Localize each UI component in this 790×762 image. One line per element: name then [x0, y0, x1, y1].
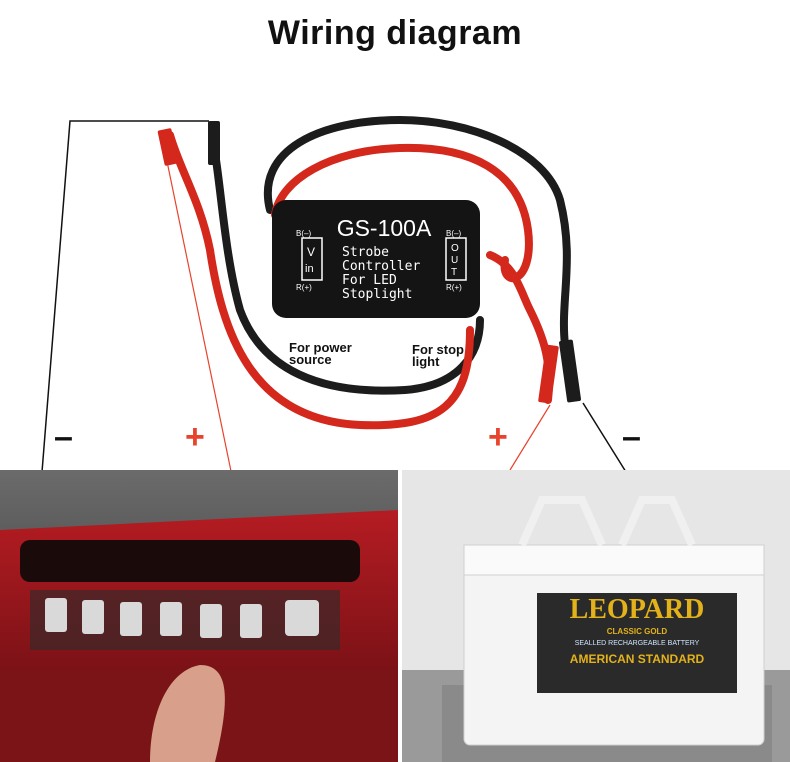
black-wire-input: [212, 156, 484, 395]
output-pos-label: R(+): [446, 283, 462, 292]
output-u-label: U: [451, 255, 458, 266]
battery-illustration: [402, 496, 790, 762]
module-desc-line-4: Stoplight: [342, 287, 412, 302]
input-neg-label: B(–): [296, 229, 311, 238]
left-positive-sign: +: [185, 418, 205, 456]
red-wire-loop: [271, 143, 533, 283]
red-wire-input: [166, 131, 474, 430]
right-negative-pointer-line: [582, 402, 627, 473]
module-desc-line-3: For LED: [342, 273, 397, 288]
black-wire-loop: [264, 115, 571, 349]
stop-light-label-line-2: light: [412, 354, 440, 369]
power-source-label-line-1: For power: [289, 340, 352, 355]
left-negative-pointer-line: [41, 120, 209, 473]
output-o-label: O: [451, 243, 459, 254]
input-in-label: in: [305, 263, 314, 275]
battery-sub-1: CLASSIC GOLD: [606, 627, 668, 636]
battery-sub-3: AMERICAN STANDARD: [569, 652, 705, 666]
red-wire-tip-input: [157, 128, 179, 166]
power-source-label-line-2: source: [289, 352, 332, 367]
car-stoplight-photo: [0, 470, 398, 762]
battery-sub-2: SEALLED RECHARGEABLE BATTERY: [574, 640, 700, 647]
controller-module: [272, 200, 480, 318]
module-input-box: [301, 237, 323, 281]
black-wire-tip-output: [559, 339, 581, 403]
module-desc-line-1: Strobe: [342, 245, 389, 260]
module-desc-line-2: Controller: [342, 259, 420, 274]
module-output-box: [445, 237, 467, 281]
output-neg-label: B(–): [446, 229, 461, 238]
module-model: GS-100A: [337, 215, 432, 241]
output-t-label: T: [451, 267, 457, 278]
red-wire-tip-output: [538, 344, 559, 404]
car-stoplight-illustration: [0, 470, 398, 762]
battery-photo: LEOPARD CLASSIC GOLD SEALLED RECHARGEABL…: [402, 470, 790, 762]
battery-brand: LEOPARD: [569, 594, 705, 625]
left-positive-pointer-line: [162, 141, 233, 477]
stop-light-label-line-1: For stop: [412, 342, 464, 357]
page-title: Wiring diagram: [267, 14, 523, 52]
left-negative-sign: –: [54, 418, 73, 456]
black-wire-tip-input: [208, 121, 220, 165]
right-positive-pointer-line: [509, 404, 551, 471]
input-pos-label: R(+): [296, 283, 312, 292]
input-v-label: V: [307, 245, 315, 259]
right-positive-sign: +: [488, 418, 508, 456]
right-negative-sign: –: [622, 418, 641, 456]
